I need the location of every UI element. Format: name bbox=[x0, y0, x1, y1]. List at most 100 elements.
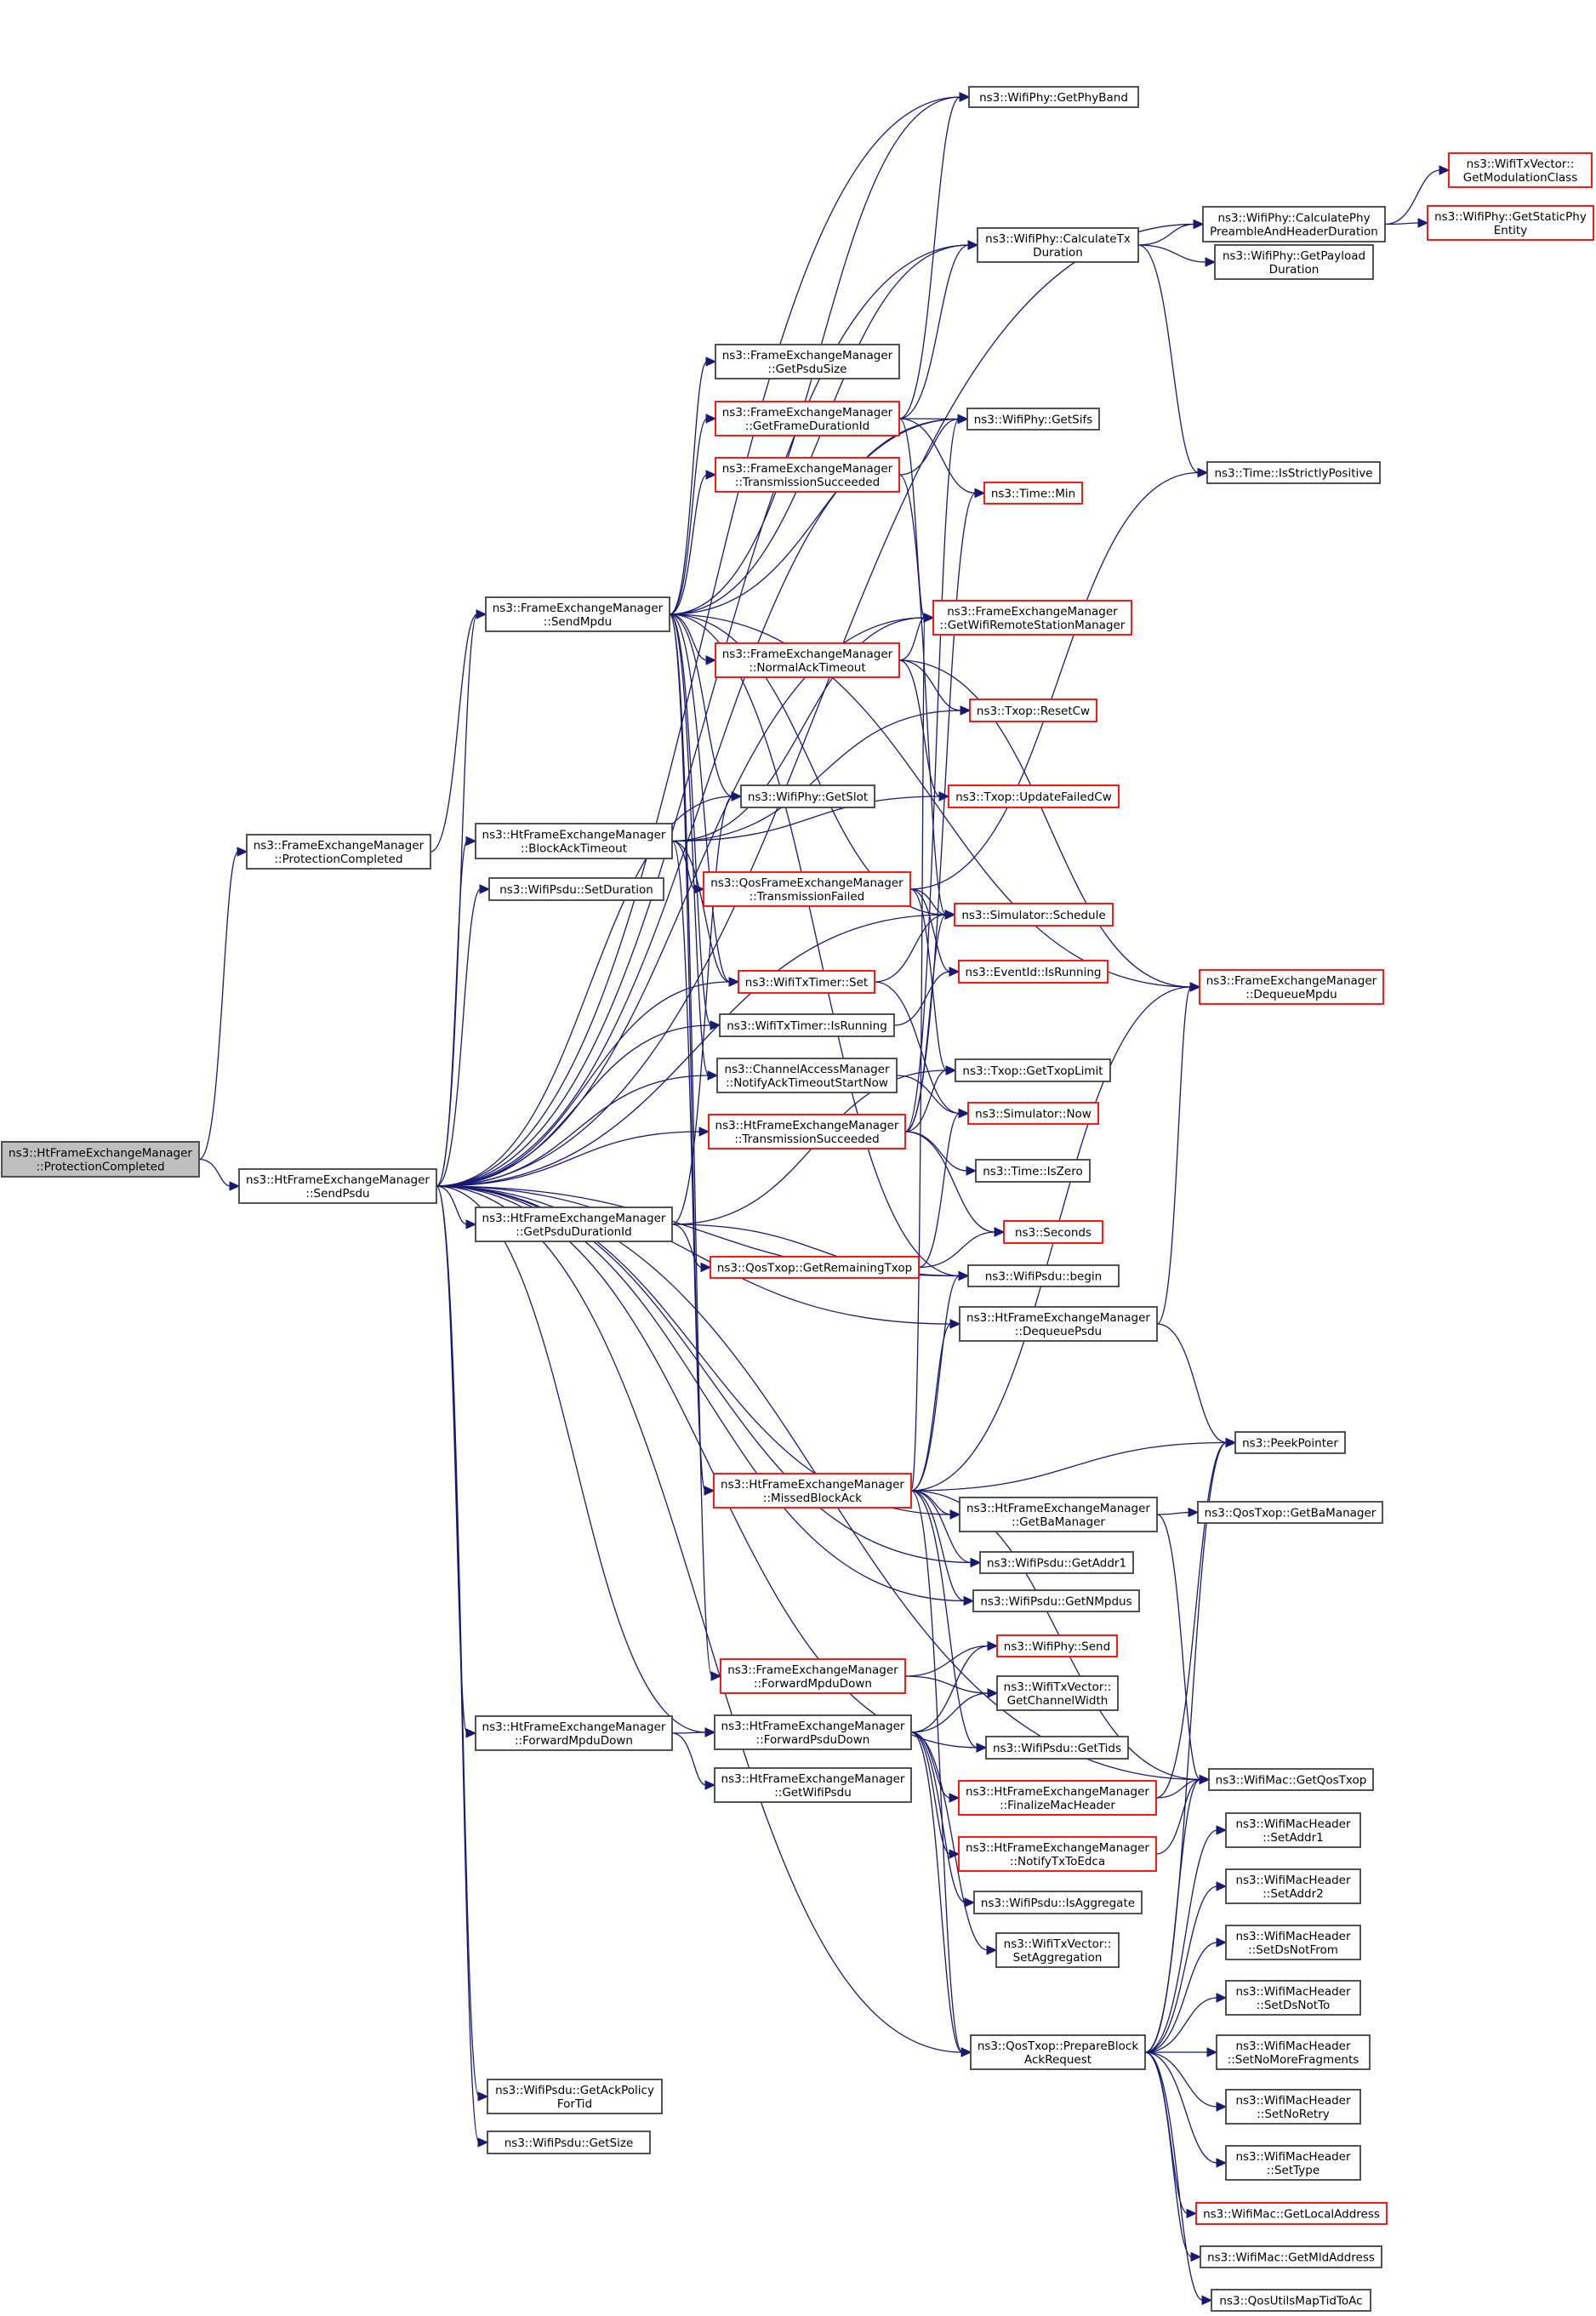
node-fem-prot-comp[interactable]: ns3::FrameExchangeManager::ProtectionCom… bbox=[246, 834, 431, 870]
node-timer-is-running[interactable]: ns3::WifiTxTimer::IsRunning bbox=[719, 1013, 895, 1037]
node-send-mpdu[interactable]: ns3::FrameExchangeManager::SendMpdu bbox=[485, 596, 670, 632]
node-get-sifs[interactable]: ns3::WifiPhy::GetSifs bbox=[966, 408, 1100, 431]
node-get-psdu-size[interactable]: ns3::FrameExchangeManager::GetPsduSize bbox=[715, 344, 900, 379]
node-box[interactable] bbox=[1199, 969, 1384, 1005]
node-box[interactable] bbox=[715, 401, 900, 436]
node-get-channel-width[interactable]: ns3::WifiTxVector::GetChannelWidth bbox=[996, 1675, 1119, 1711]
node-remaining-txop[interactable]: ns3::QosTxop::GetRemainingTxop bbox=[710, 1256, 920, 1279]
node-box[interactable] bbox=[715, 457, 900, 493]
node-box[interactable] bbox=[485, 596, 670, 632]
node-send-psdu[interactable]: ns3::HtFrameExchangeManager::SendPsdu bbox=[238, 1168, 437, 1204]
node-box[interactable] bbox=[487, 2131, 651, 2154]
node-box[interactable] bbox=[985, 1736, 1129, 1760]
node-box[interactable] bbox=[968, 86, 1139, 108]
node-box[interactable] bbox=[1214, 244, 1374, 280]
node-missed-block-ack[interactable]: ns3::HtFrameExchangeManager::MissedBlock… bbox=[713, 1473, 912, 1509]
node-box[interactable] bbox=[740, 784, 875, 808]
node-box[interactable] bbox=[713, 1473, 912, 1509]
node-get-addr1[interactable]: ns3::WifiPsdu::GetAddr1 bbox=[979, 1551, 1134, 1574]
node-is-aggregate[interactable]: ns3::WifiPsdu::IsAggregate bbox=[973, 1891, 1143, 1914]
node-box[interactable] bbox=[1225, 2089, 1361, 2125]
node-box[interactable] bbox=[714, 1714, 912, 1750]
node-calc-preamble[interactable]: ns3::WifiPhy::CalculatePhyPreambleAndHea… bbox=[1202, 206, 1386, 242]
node-box[interactable] bbox=[1195, 2202, 1388, 2225]
node-box[interactable] bbox=[975, 1159, 1091, 1183]
node-box[interactable] bbox=[973, 1891, 1143, 1914]
node-set-addr2[interactable]: ns3::WifiMacHeader::SetAddr2 bbox=[1225, 1868, 1361, 1904]
node-notify-tx-edca[interactable]: ns3::HtFrameExchangeManager::NotifyTxToE… bbox=[958, 1836, 1157, 1872]
node-box[interactable] bbox=[1225, 1980, 1361, 2016]
node-set-aggregation[interactable]: ns3::WifiTxVector::SetAggregation bbox=[995, 1932, 1120, 1968]
node-get-qos-txop[interactable]: ns3::WifiMac::GetQosTxop bbox=[1208, 1768, 1374, 1791]
node-box[interactable] bbox=[1197, 1501, 1383, 1524]
node-box[interactable] bbox=[996, 1634, 1118, 1657]
node-box[interactable] bbox=[969, 699, 1097, 722]
node-set-duration[interactable]: ns3::WifiPsdu::SetDuration bbox=[488, 877, 664, 901]
node-get-nmpdus[interactable]: ns3::WifiPsdu::GetNMpdus bbox=[972, 1589, 1140, 1612]
node-timer-set[interactable]: ns3::WifiTxTimer::Set bbox=[738, 970, 875, 994]
node-box[interactable] bbox=[708, 1114, 906, 1149]
node-box[interactable] bbox=[738, 970, 875, 994]
node-get-mld-addr[interactable]: ns3::WifiMac::GetMldAddress bbox=[1200, 2245, 1382, 2268]
node-seconds[interactable]: ns3::Seconds bbox=[1003, 1220, 1103, 1244]
node-box[interactable] bbox=[932, 600, 1132, 636]
node-sim-now[interactable]: ns3::Simulator::Now bbox=[967, 1102, 1099, 1125]
node-qos-get-ba-mgr[interactable]: ns3::QosTxop::GetBaManager bbox=[1197, 1501, 1383, 1524]
node-box[interactable] bbox=[238, 1168, 437, 1204]
node-ht-tx-succ[interactable]: ns3::HtFrameExchangeManager::Transmissio… bbox=[708, 1114, 906, 1149]
node-tx-failed[interactable]: ns3::QosFrameExchangeManager::Transmissi… bbox=[703, 871, 911, 907]
node-time-min[interactable]: ns3::Time::Min bbox=[983, 482, 1083, 505]
node-psdu-begin[interactable]: ns3::WifiPsdu::begin bbox=[967, 1264, 1120, 1287]
node-set-ds-not-from[interactable]: ns3::WifiMacHeader::SetDsNotFrom bbox=[1225, 1925, 1361, 1960]
node-box[interactable] bbox=[475, 823, 673, 859]
node-get-psdu-duration-id[interactable]: ns3::HtFrameExchangeManager::GetPsduDura… bbox=[475, 1206, 673, 1242]
node-update-failed-cw[interactable]: ns3::Txop::UpdateFailedCw bbox=[948, 784, 1120, 808]
node-box[interactable] bbox=[1208, 1768, 1374, 1791]
node-box[interactable] bbox=[954, 903, 1114, 927]
node-get-phy-band[interactable]: ns3::WifiPhy::GetPhyBand bbox=[968, 86, 1139, 108]
node-is-strictly-pos[interactable]: ns3::Time::IsStrictlyPositive bbox=[1206, 461, 1381, 484]
node-set-no-retry[interactable]: ns3::WifiMacHeader::SetNoRetry bbox=[1225, 2089, 1361, 2125]
node-is-zero[interactable]: ns3::Time::IsZero bbox=[975, 1159, 1091, 1183]
node-box[interactable] bbox=[1206, 461, 1381, 484]
node-box[interactable] bbox=[246, 834, 431, 870]
node-box[interactable] bbox=[958, 960, 1109, 984]
node-get-local-addr[interactable]: ns3::WifiMac::GetLocalAddress bbox=[1195, 2202, 1388, 2225]
node-box[interactable] bbox=[1448, 152, 1593, 188]
node-notify-ack-timeout[interactable]: ns3::ChannelAccessManager::NotifyAckTime… bbox=[716, 1058, 898, 1093]
node-box[interactable] bbox=[1225, 2145, 1361, 2181]
node-fwd-psdu-down[interactable]: ns3::HtFrameExchangeManager::ForwardPsdu… bbox=[714, 1714, 912, 1750]
node-box[interactable] bbox=[1202, 206, 1386, 242]
node-dequeue-psdu[interactable]: ns3::HtFrameExchangeManager::DequeuePsdu bbox=[959, 1306, 1158, 1342]
node-box[interactable] bbox=[958, 1836, 1157, 1872]
node-box[interactable] bbox=[979, 1551, 1134, 1574]
node-box[interactable] bbox=[715, 344, 900, 379]
node-box[interactable] bbox=[959, 1497, 1158, 1532]
node-box[interactable] bbox=[720, 1658, 906, 1694]
node-box[interactable] bbox=[475, 1715, 673, 1751]
node-map-tid-to-ac[interactable]: ns3::QosUtilsMapTidToAc bbox=[1211, 2289, 1371, 2312]
node-fem-tx-succ[interactable]: ns3::FrameExchangeManager::TransmissionS… bbox=[715, 457, 900, 493]
node-event-is-running[interactable]: ns3::EventId::IsRunning bbox=[958, 960, 1109, 984]
node-box[interactable] bbox=[995, 1932, 1120, 1968]
node-get-mod-class[interactable]: ns3::WifiTxVector::GetModulationClass bbox=[1448, 152, 1593, 188]
node-box[interactable] bbox=[967, 1102, 1099, 1125]
node-get-txop-limit[interactable]: ns3::Txop::GetTxopLimit bbox=[955, 1058, 1111, 1082]
node-box[interactable] bbox=[970, 2034, 1146, 2070]
node-box[interactable] bbox=[1225, 1925, 1361, 1960]
node-peek-pointer[interactable]: ns3::PeekPointer bbox=[1234, 1431, 1346, 1454]
node-box[interactable] bbox=[488, 877, 664, 901]
node-box[interactable] bbox=[475, 1206, 673, 1242]
node-set-addr1[interactable]: ns3::WifiMacHeader::SetAddr1 bbox=[1225, 1812, 1361, 1848]
node-box[interactable] bbox=[715, 642, 900, 678]
node-box[interactable] bbox=[955, 1058, 1111, 1082]
node-set-ds-not-to[interactable]: ns3::WifiMacHeader::SetDsNotTo bbox=[1225, 1980, 1361, 2016]
node-box[interactable] bbox=[983, 482, 1083, 505]
node-box[interactable] bbox=[967, 1264, 1120, 1287]
node-get-rsm[interactable]: ns3::FrameExchangeManager::GetWifiRemote… bbox=[932, 600, 1132, 636]
node-box[interactable] bbox=[1, 1141, 200, 1178]
node-box[interactable] bbox=[1427, 205, 1594, 241]
node-box[interactable] bbox=[966, 408, 1100, 431]
